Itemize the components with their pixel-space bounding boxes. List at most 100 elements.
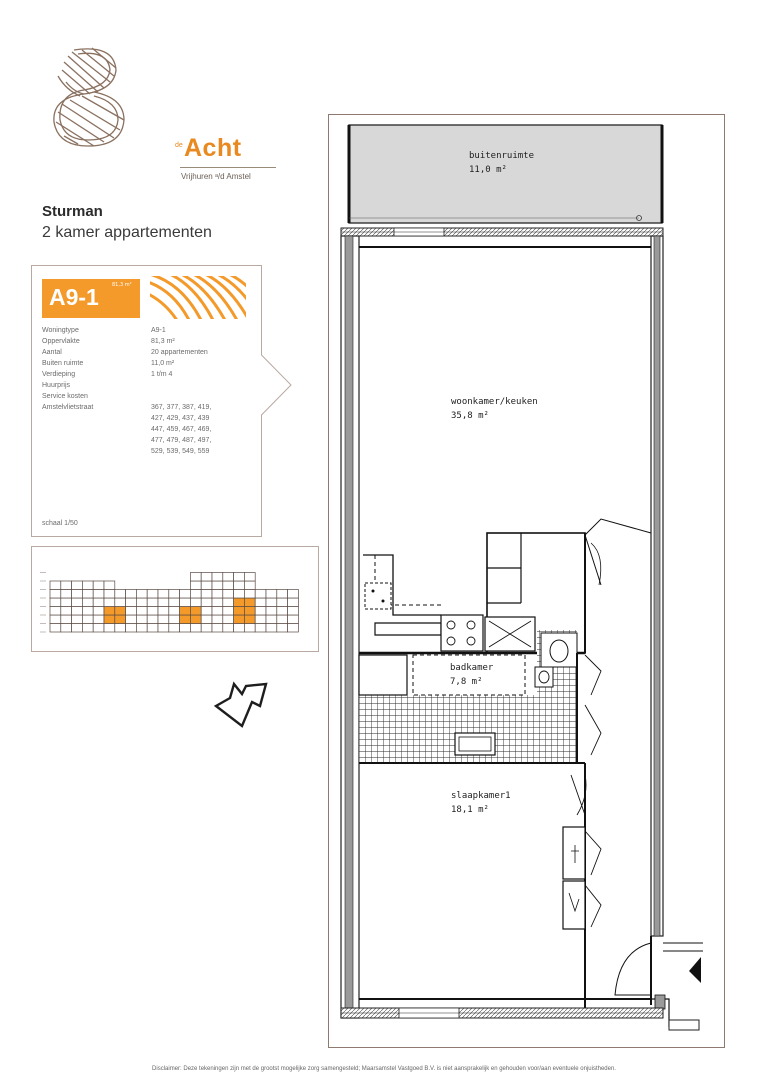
unit-area-badge: 81,3 m² [112, 282, 132, 288]
keyplan-cell [190, 614, 202, 624]
keyplan-cell [179, 614, 191, 624]
keyplan-cell [71, 597, 83, 607]
keyplan-cell [222, 589, 234, 599]
building-keyplan [31, 546, 319, 652]
keyplan-cell [287, 623, 299, 633]
keyplan-cell [136, 623, 148, 633]
room-area: 7,8 m² [450, 677, 483, 687]
keyplan-cell [222, 580, 234, 590]
keyplan-cell [157, 623, 170, 633]
keyplan-cell [244, 597, 256, 607]
room-label-badkamer: badkamer 7,8 m² [450, 661, 494, 689]
keyplan-cell [146, 597, 159, 607]
north-arrow-icon [213, 681, 268, 728]
keyplan-cell [60, 614, 72, 624]
keyplan-cell [71, 589, 83, 599]
drawing-scale: schaal 1/50 [42, 520, 78, 527]
keyplan-cell [244, 572, 256, 582]
keyplan-cell [287, 606, 299, 616]
spec-value: 1 t/m 4 [151, 371, 173, 378]
keyplan-cell [200, 597, 213, 607]
card-frame [31, 265, 292, 537]
keyplan-cell [71, 623, 83, 633]
keyplan-cell [157, 606, 170, 616]
keyplan-cell [287, 614, 299, 624]
keyplan-cell [276, 606, 288, 616]
keyplan-cell [190, 597, 202, 607]
address-line: 447, 459, 467, 469, [151, 426, 212, 433]
keyplan-cell [200, 623, 213, 633]
spec-label: Aantal [42, 349, 62, 356]
keyplan-cell [265, 606, 278, 616]
unit-info-card: A9-1 81,3 m² Woningtype A9-1 Oppervlakte… [31, 265, 293, 537]
keyplan-cell [265, 589, 278, 599]
keyplan-cell [233, 614, 245, 624]
keyplan-cell [92, 589, 105, 599]
keyplan-cell [60, 623, 72, 633]
keyplan-cell [125, 614, 137, 624]
keyplan-cell [254, 597, 267, 607]
keyplan-cell [146, 589, 159, 599]
keyplan-cell [114, 614, 126, 624]
keyplan-cell [200, 589, 213, 599]
keyplan-cell [82, 597, 94, 607]
keyplan-cell [168, 606, 180, 616]
keyplan-cell [92, 614, 105, 624]
keyplan-cell [103, 580, 116, 590]
keyplan-cell [244, 589, 256, 599]
keyplan-cell [168, 614, 180, 624]
keyplan-cell [157, 597, 170, 607]
unit-code: A9-1 [49, 284, 99, 310]
keyplan-cell [179, 589, 191, 599]
keyplan-cell [168, 623, 180, 633]
keyplan-cell [254, 589, 267, 599]
project-subtitle: 2 kamer appartementen [42, 224, 212, 241]
room-area: 18,1 m² [451, 805, 489, 815]
keyplan-cell [265, 597, 278, 607]
keyplan-cell [146, 614, 159, 624]
keyplan-cell [157, 614, 170, 624]
keyplan-cell [92, 580, 105, 590]
room-label-slaapkamer: slaapkamer1 18,1 m² [451, 789, 511, 817]
keyplan-cell [136, 614, 148, 624]
keyplan-cell [179, 623, 191, 633]
keyplan-cell [211, 597, 224, 607]
spec-label: Oppervlakte [42, 338, 80, 345]
keyplan-cell [103, 606, 116, 616]
keyplan-cell [114, 597, 126, 607]
logo-eight-mark [53, 47, 125, 147]
spec-value: 367, 377, 387, 419, [151, 404, 212, 411]
spec-label: Huurprijs [42, 382, 71, 389]
keyplan-cell [92, 623, 105, 633]
keyplan-cell [254, 623, 267, 633]
brand-prefix: de [175, 142, 183, 149]
keyplan-cell [49, 580, 62, 590]
keyplan-cell [244, 614, 256, 624]
keyplan-cell [287, 597, 299, 607]
room-label-woonkamer: woonkamer/keuken 35,8 m² [451, 395, 538, 423]
badge-stripe-pattern [150, 276, 246, 319]
unit-type-badge: A9-1 81,3 m² [42, 279, 140, 318]
keyplan-cell [222, 597, 234, 607]
keyplan-cell [222, 614, 234, 624]
brand-tagline: Vrijhuren ᵃ/d Amstel [181, 172, 251, 181]
keyplan-cell [222, 623, 234, 633]
keyplan-cell [190, 623, 202, 633]
keyplan-cell [179, 597, 191, 607]
address-line: 427, 429, 437, 439 [151, 415, 210, 422]
spec-label: Verdieping [42, 371, 76, 378]
keyplan-cell [244, 623, 256, 633]
keyplan-cell [233, 580, 245, 590]
room-label-buitenruimte: buitenruimte 11,0 m² [469, 149, 534, 177]
keyplan-cell [233, 606, 245, 616]
keyplan-cell [103, 614, 116, 624]
spec-value: 11,0 m² [151, 360, 175, 367]
keyplan-cell [146, 606, 159, 616]
keyplan-cell [114, 623, 126, 633]
keyplan-cell [276, 589, 288, 599]
room-area: 11,0 m² [469, 165, 507, 175]
keyplan-cell [233, 623, 245, 633]
keyplan-cell [222, 572, 234, 582]
room-name: badkamer [450, 663, 494, 673]
keyplan-cell [190, 606, 202, 616]
